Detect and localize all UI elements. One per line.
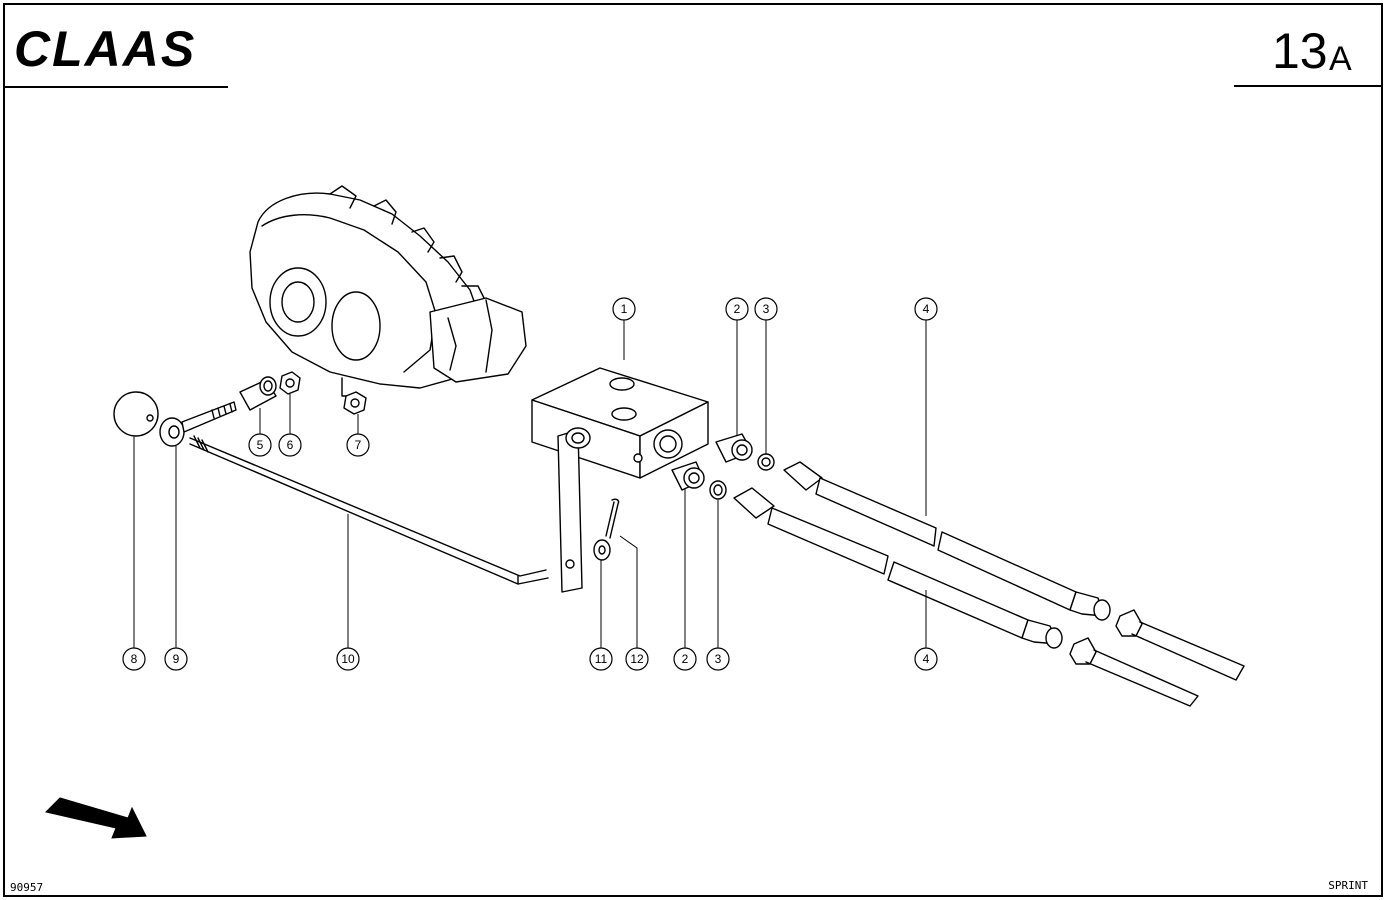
callout-6: 6: [278, 433, 302, 457]
callout-label: 3: [715, 652, 722, 666]
callout-2-lower: 2: [673, 647, 697, 671]
knob-ball: [113, 391, 159, 437]
callout-4-lower: 4: [914, 647, 938, 671]
seal-ring-upper: [757, 453, 775, 471]
callout-11: 11: [589, 647, 613, 671]
callout-label: 12: [630, 652, 644, 666]
callout-label: 2: [734, 302, 741, 316]
washer: [593, 539, 611, 561]
callout-label: 11: [595, 652, 608, 666]
rod-end: [159, 401, 237, 447]
callout-1: 1: [612, 297, 636, 321]
fitting-lower: [671, 461, 705, 491]
callout-8: 8: [122, 647, 146, 671]
callout-label: 8: [131, 652, 138, 666]
leader-lines: [133, 320, 927, 648]
callout-7: 7: [346, 433, 370, 457]
seal-ring-lower: [709, 480, 727, 500]
callout-label: 5: [257, 438, 264, 452]
hydraulic-hose-lower: [733, 487, 1199, 707]
lever-plate: [557, 427, 591, 593]
callout-label: 10: [341, 652, 355, 666]
callout-label: 7: [355, 438, 362, 452]
page-number-suffix: A: [1329, 40, 1352, 78]
callout-5: 5: [248, 433, 272, 457]
hex-nut-6: [279, 371, 301, 395]
brand-logo: CLAAS: [14, 21, 196, 77]
callout-label: 1: [621, 302, 628, 316]
page-frame: [3, 3, 1383, 897]
callout-3-upper: 3: [754, 297, 778, 321]
callout-4-upper: 4: [914, 297, 938, 321]
callout-3-lower: 3: [706, 647, 730, 671]
callout-label: 4: [923, 302, 930, 316]
callout-label: 6: [287, 438, 294, 452]
page-number: 13: [1272, 23, 1328, 79]
hex-nut-7: [343, 391, 367, 415]
model-name: SPRINT: [1328, 879, 1368, 892]
fitting-upper: [715, 433, 753, 463]
callout-label: 3: [763, 302, 770, 316]
direction-arrow-icon: [45, 797, 147, 839]
callout-label: 4: [923, 652, 930, 666]
hydraulic-hose-upper: [783, 461, 1245, 681]
callout-9: 9: [164, 647, 188, 671]
callout-10: 10: [336, 647, 360, 671]
control-rod: [189, 435, 549, 585]
drawing-number: 90957: [10, 881, 43, 894]
split-pin: [605, 498, 620, 539]
callout-2-upper: 2: [725, 297, 749, 321]
gearbox-housing: [249, 185, 527, 397]
callout-12: 12: [625, 647, 649, 671]
spacer-sleeve: [239, 376, 277, 411]
callout-label: 2: [682, 652, 689, 666]
callout-label: 9: [173, 652, 180, 666]
